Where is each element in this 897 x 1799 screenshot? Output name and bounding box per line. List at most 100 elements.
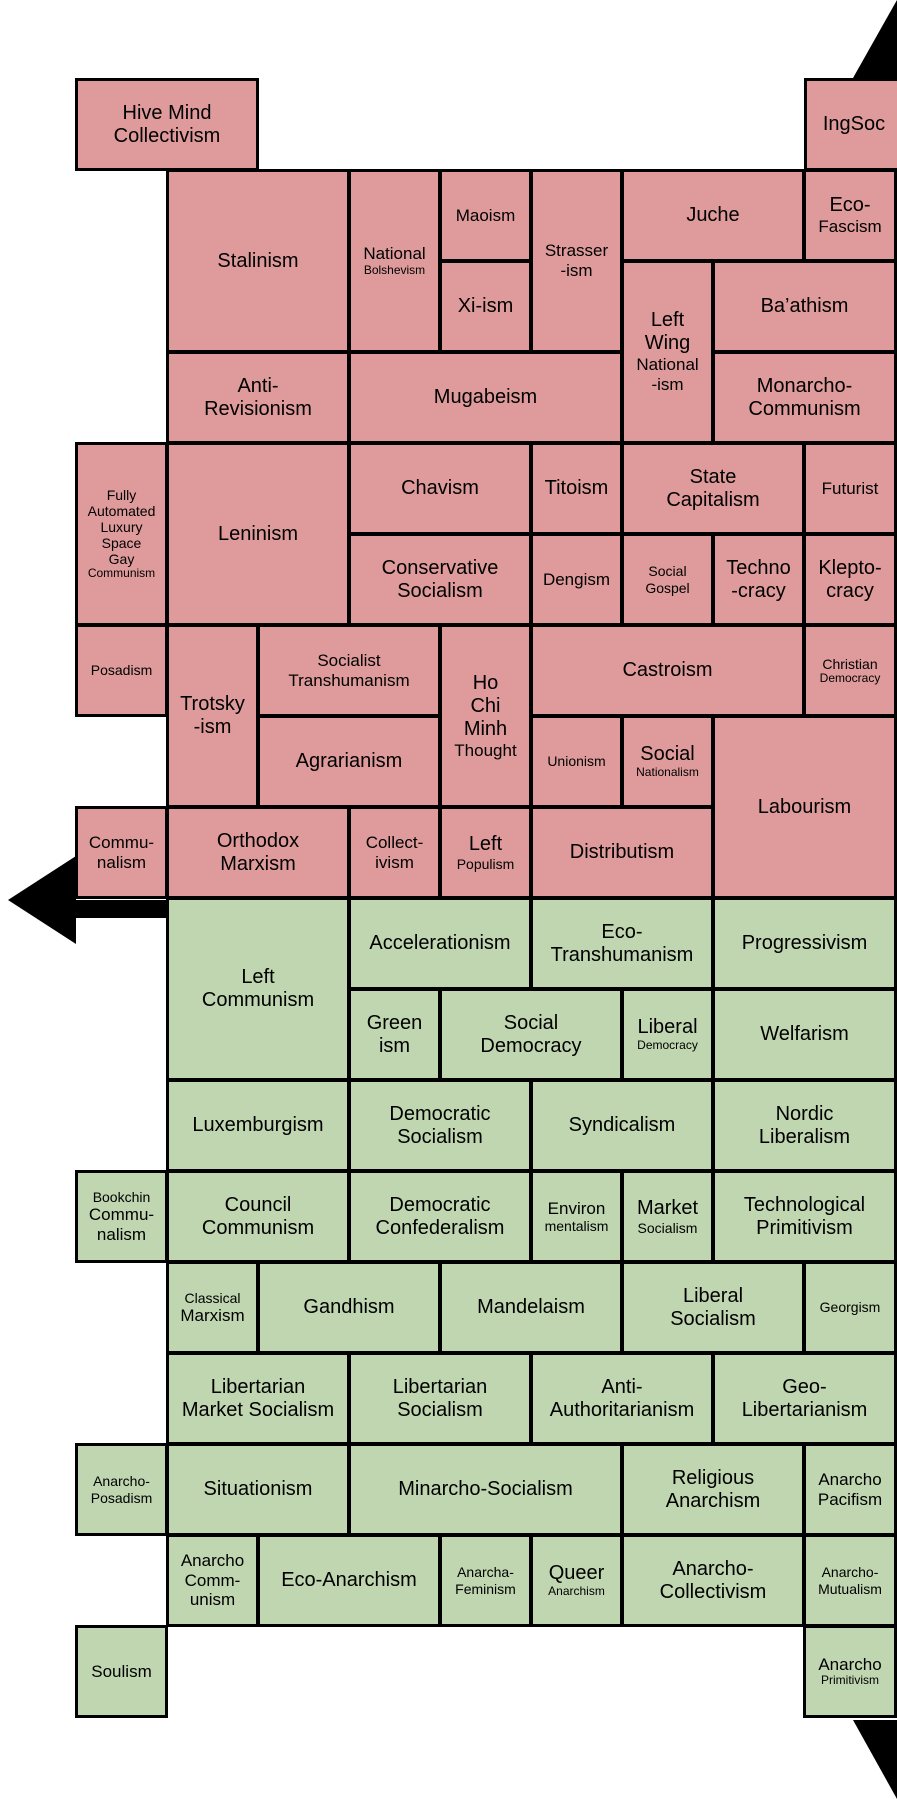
- cell-label: Monarcho-Communism: [748, 375, 860, 421]
- cell-label-line: Unionism: [547, 753, 606, 770]
- cell-label-line: nalism: [96, 852, 147, 872]
- cell-label-line: Minarcho-Socialism: [398, 1478, 573, 1500]
- cell-label-line: Luxemburgism: [192, 1114, 324, 1136]
- cell-label-line: Collectivism: [659, 1580, 767, 1603]
- cell-label-line: cracy: [826, 579, 874, 602]
- cell-mugabeism: Mugabeism: [348, 351, 623, 444]
- cell-ingsoc: IngSoc: [804, 78, 897, 171]
- cell-label-line: Left: [650, 309, 685, 332]
- cell-label-line: -ism: [193, 716, 232, 738]
- cell-label: Anarcho-Mutualism: [818, 1564, 882, 1596]
- cell-syndicalism: Syndicalism: [530, 1079, 714, 1172]
- cell-label-line: Monarcho-: [756, 374, 853, 397]
- cell-label-line: Libertarian: [210, 1375, 306, 1398]
- cell-label-line: Technological: [743, 1193, 866, 1216]
- cell-label-line: Communism: [201, 1216, 315, 1239]
- cell-label-line: Marxism: [180, 1305, 245, 1325]
- cell-label-line: -ism: [560, 261, 593, 280]
- cell-label-line: Liberal: [682, 1284, 744, 1307]
- cell-anti-authoritarianism: Anti-Authoritarianism: [530, 1352, 714, 1445]
- cell-label-line: Labourism: [757, 795, 852, 818]
- cell-label-line: Progressivism: [741, 932, 868, 954]
- cell-label-line: Anarchism: [548, 1584, 605, 1599]
- cell-label-line: Wing: [644, 332, 691, 355]
- cell-trotskyism: Trotsky-ism: [166, 624, 259, 808]
- cell-label-line: Market: [636, 1196, 699, 1219]
- cell-label-line: Liberal: [637, 1016, 698, 1039]
- cell-juche: Juche: [621, 169, 805, 262]
- cell-label-line: Xi-ism: [457, 295, 514, 317]
- cell-label-line: Maoism: [455, 205, 516, 225]
- cell-label-line: Chi: [470, 694, 501, 717]
- cell-label: IngSoc: [823, 113, 885, 136]
- cell-label-line: Leninism: [217, 522, 299, 545]
- cell-gandhism: Gandhism: [257, 1261, 441, 1354]
- cell-label: Leninism: [218, 523, 298, 546]
- cell-label-line: Transhumanism: [550, 943, 694, 966]
- cell-progressivism: Progressivism: [712, 897, 897, 990]
- cell-kleptocracy: Klepto-cracy: [803, 533, 897, 626]
- cell-label-line: Strasser: [544, 241, 609, 261]
- cell-label-line: Klepto-: [818, 556, 882, 579]
- cell-label-line: Capitalism: [666, 488, 760, 511]
- cell-label-line: Chavism: [401, 477, 479, 499]
- cell-label: Anti-Authoritarianism: [550, 1376, 695, 1422]
- cell-label-line: Fascism: [818, 217, 882, 237]
- cell-label: Xi-ism: [458, 295, 514, 318]
- cell-label-line: -ism: [651, 375, 684, 394]
- cell-titoism: Titoism: [530, 442, 623, 535]
- cell-label-line: Transhumanism: [288, 670, 410, 690]
- cell-label-line: Stalinism: [217, 249, 299, 272]
- cell-label-line: Socialist: [317, 650, 381, 670]
- cell-label: Welfarism: [760, 1023, 849, 1046]
- cell-label-line: Juche: [686, 204, 740, 226]
- cell-label-line: Left: [468, 832, 503, 855]
- cell-label: Accelerationism: [369, 932, 510, 955]
- cell-label-line: Nationalism: [636, 765, 699, 780]
- cell-label-line: Comm-: [184, 1570, 241, 1590]
- cell-chavism: Chavism: [348, 442, 532, 535]
- cell-futurist: Futurist: [803, 442, 897, 535]
- top-right-arrow-head: [853, 0, 897, 78]
- cell-label: Collect-ivism: [366, 833, 424, 872]
- cell-label-line: Authoritarianism: [549, 1398, 695, 1421]
- cell-label: Eco-Fascism: [818, 194, 881, 237]
- cell-anarcho-posadism: Anarcho-Posadism: [75, 1443, 168, 1536]
- cell-label-line: Gandhism: [303, 1296, 395, 1318]
- cell-label-line: Council: [224, 1193, 292, 1216]
- cell-label-line: Socialism: [397, 1398, 483, 1421]
- cell-label-line: National: [636, 355, 699, 375]
- cell-label: Strasser-ism: [545, 241, 608, 280]
- cell-label-line: Democratic: [389, 1102, 491, 1125]
- cell-luxemburgism: Luxemburgism: [166, 1079, 350, 1172]
- cell-label-line: Socialism: [637, 1219, 698, 1236]
- cell-label-line: Socialism: [670, 1307, 756, 1330]
- cell-label-line: Anarcho: [180, 1551, 245, 1571]
